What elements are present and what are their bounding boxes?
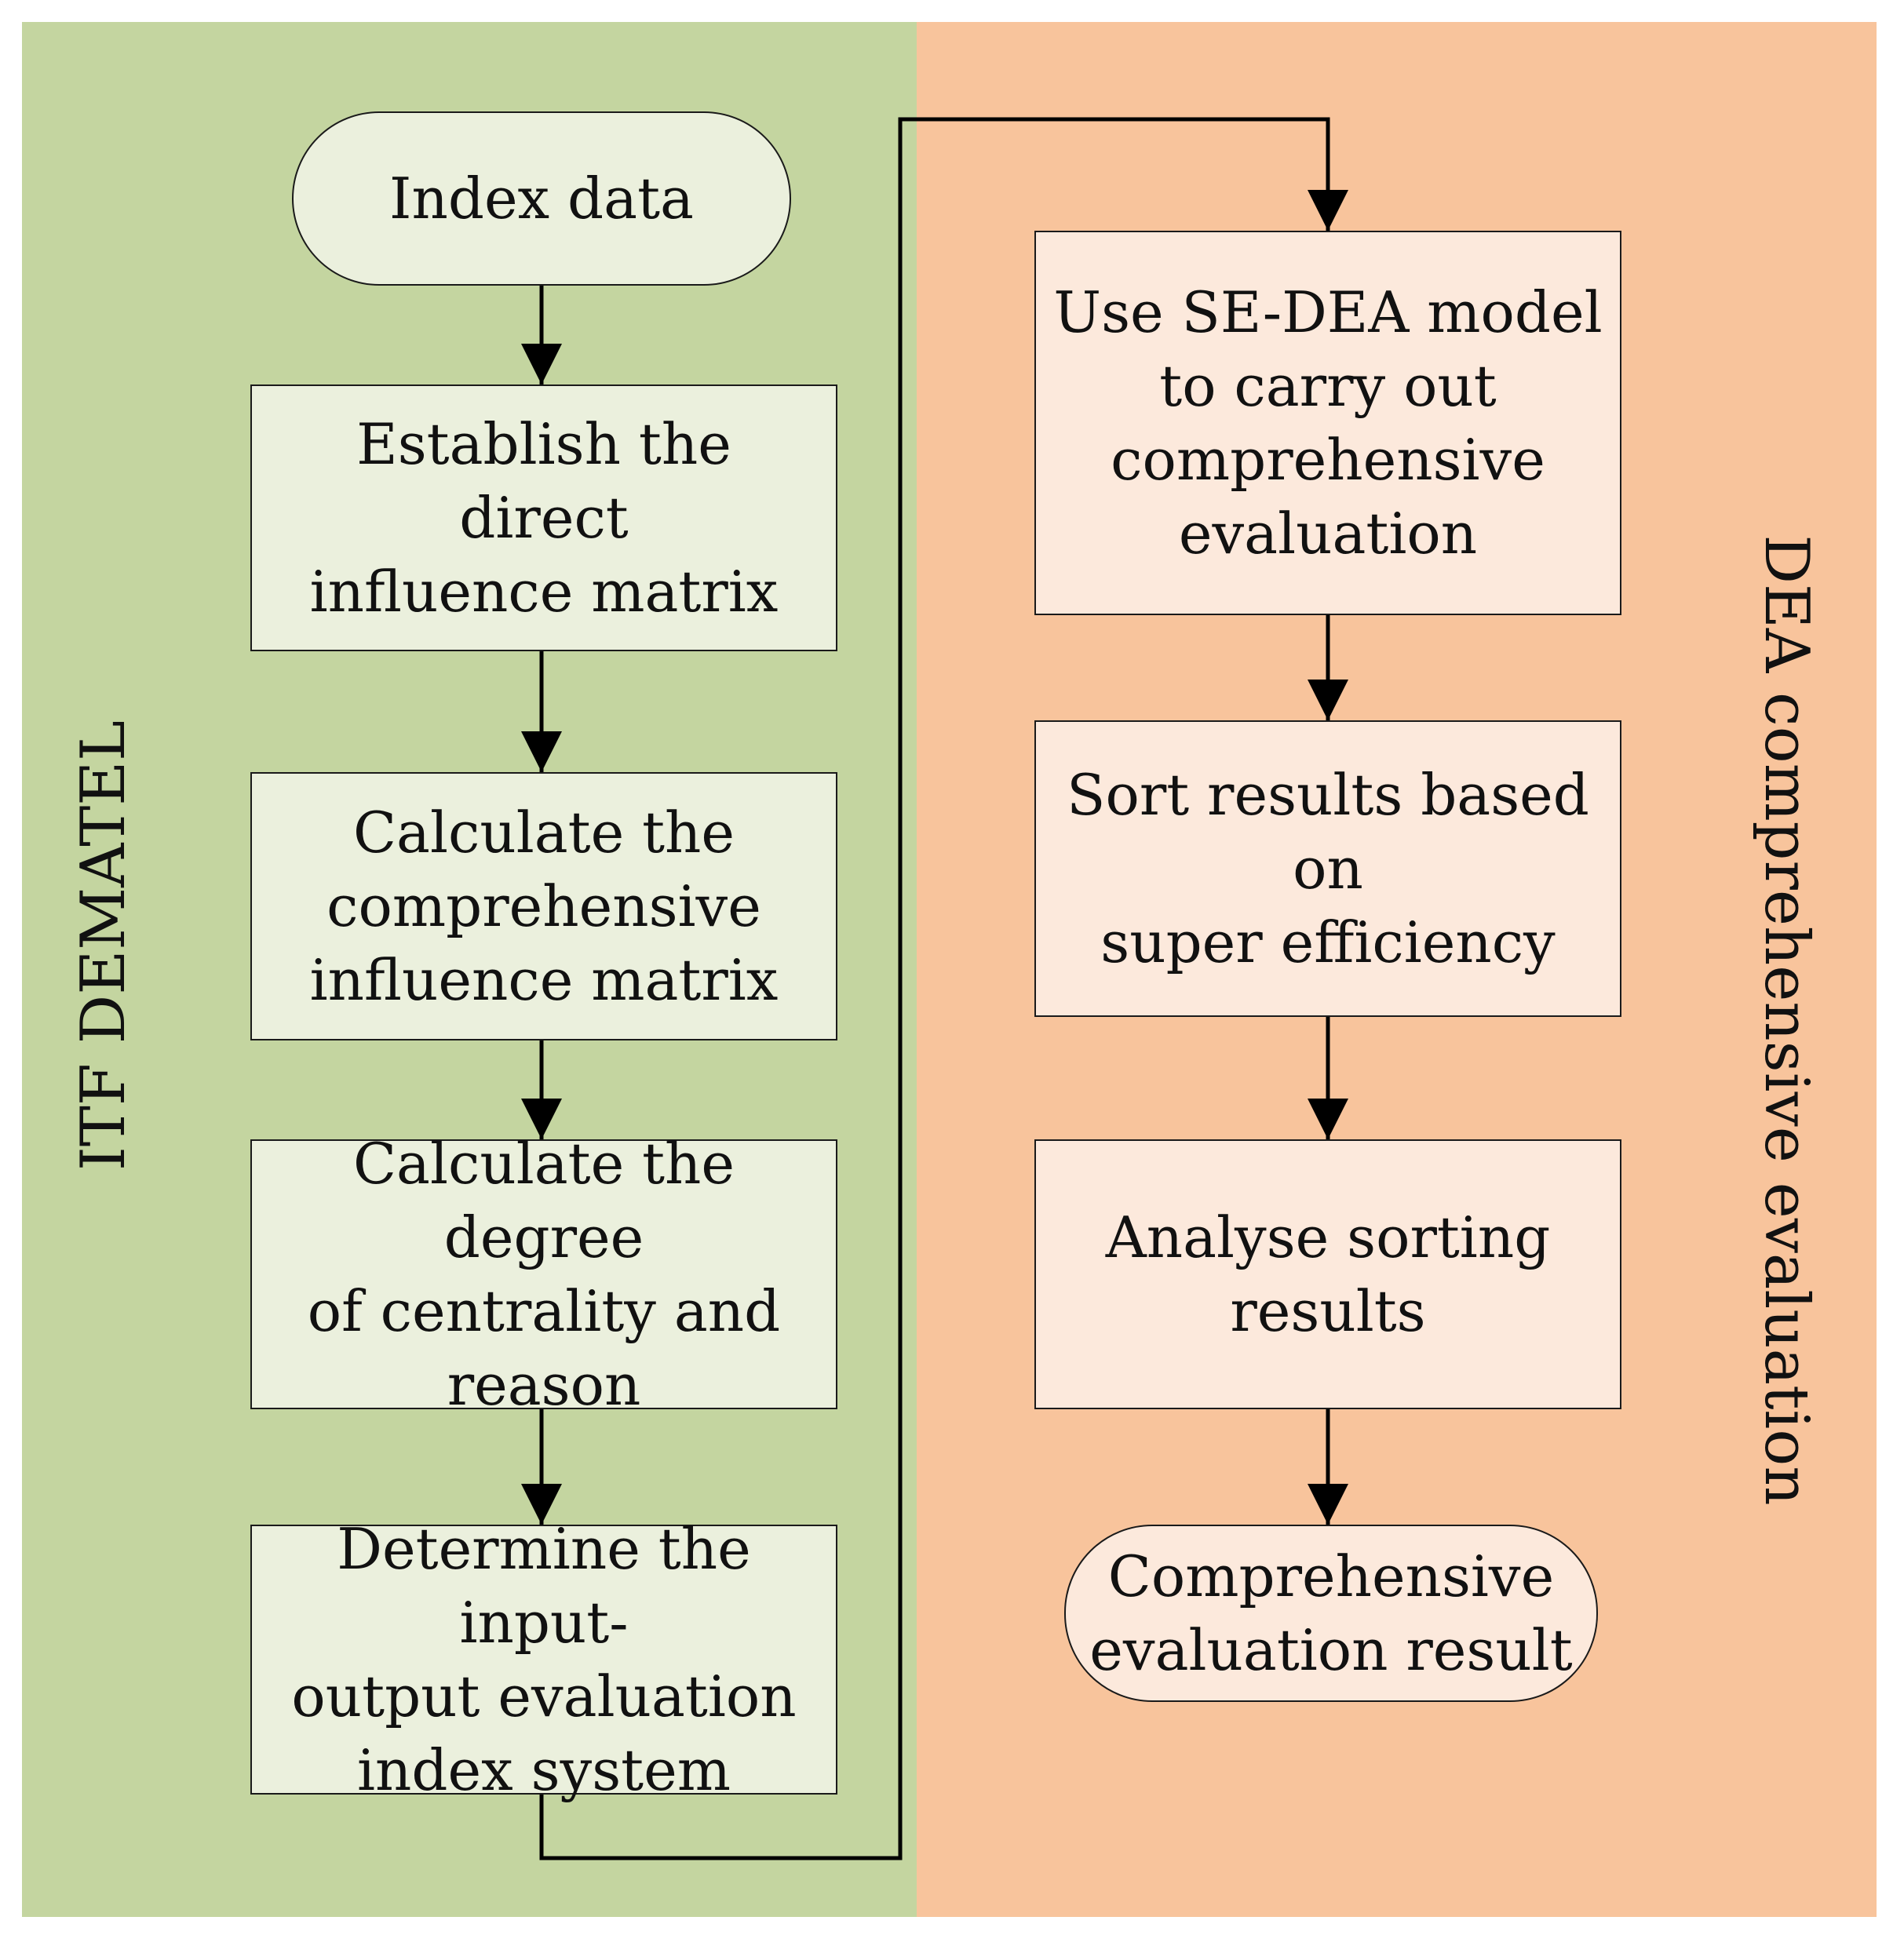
node-text: Establish the direct influence matrix (266, 407, 822, 629)
node-text: Calculate the comprehensive influence matr… (310, 796, 779, 1017)
node-text: Index data (389, 162, 694, 235)
arrow-index-system-to-se-dea (539, 117, 1348, 1860)
establish-direct-influence-matrix-box: Establish the direct influence matrix (250, 384, 837, 651)
calculate-comprehensive-influence-matrix-box: Calculate the comprehensive influence matr… (250, 772, 837, 1040)
node-text: Comprehensive evaluation result (1089, 1540, 1572, 1687)
node-text-line: evaluation (1178, 501, 1478, 567)
node-text-line: Comprehensive (1107, 1543, 1555, 1609)
calculate-centrality-reason-box: Calculate the degree of centrality and rea… (250, 1131, 837, 1418)
index-data-terminal: Index data (292, 111, 791, 286)
comprehensive-evaluation-result-terminal: Comprehensive evaluation result (1064, 1525, 1598, 1702)
node-text-line: reason (447, 1352, 641, 1418)
node-text-line: super efficiency (1100, 909, 1556, 975)
node-text-line: Sort results based on (1067, 762, 1589, 902)
node-text-line: to carry out (1159, 353, 1497, 419)
sort-results-box: Sort results based on super efficiency (1034, 720, 1621, 1017)
node-text-line: results (1230, 1278, 1426, 1344)
node-text: Determine the input-output evaluation ind… (266, 1512, 822, 1807)
node-text-line: index system (357, 1737, 731, 1803)
node-text: Use SE-DEA model to carry out comprehensiv… (1053, 275, 1602, 570)
node-text-line: comprehensive (326, 873, 761, 939)
node-text-line: Establish the direct (356, 411, 731, 551)
node-text-line: comprehensive (1111, 427, 1545, 493)
node-text: Analyse sorting results (1106, 1201, 1551, 1348)
node-text-line: Determine the input- (337, 1516, 751, 1656)
node-text: Sort results based on super efficiency (1050, 758, 1606, 979)
node-text-line: Use SE-DEA model (1053, 279, 1603, 345)
analyse-sorting-results-box: Analyse sorting results (1034, 1139, 1621, 1409)
node-text-line: evaluation result (1089, 1617, 1573, 1683)
node-text-line: Analyse sorting (1105, 1204, 1551, 1270)
node-text-line: Calculate the degree (352, 1131, 735, 1270)
determine-index-system-box: Determine the input-output evaluation ind… (250, 1516, 837, 1803)
node-text-line: influence matrix (309, 559, 779, 625)
node-text: Calculate the degree of centrality and rea… (266, 1127, 822, 1422)
node-text-line: of centrality and (307, 1278, 781, 1344)
node-text-line: output evaluation (291, 1664, 797, 1729)
node-text-line: Index data (389, 166, 694, 231)
node-text-line: influence matrix (309, 947, 779, 1013)
se-dea-evaluation-box: Use SE-DEA model to carry out comprehensiv… (1034, 231, 1621, 615)
node-text-line: Calculate the (352, 800, 735, 865)
